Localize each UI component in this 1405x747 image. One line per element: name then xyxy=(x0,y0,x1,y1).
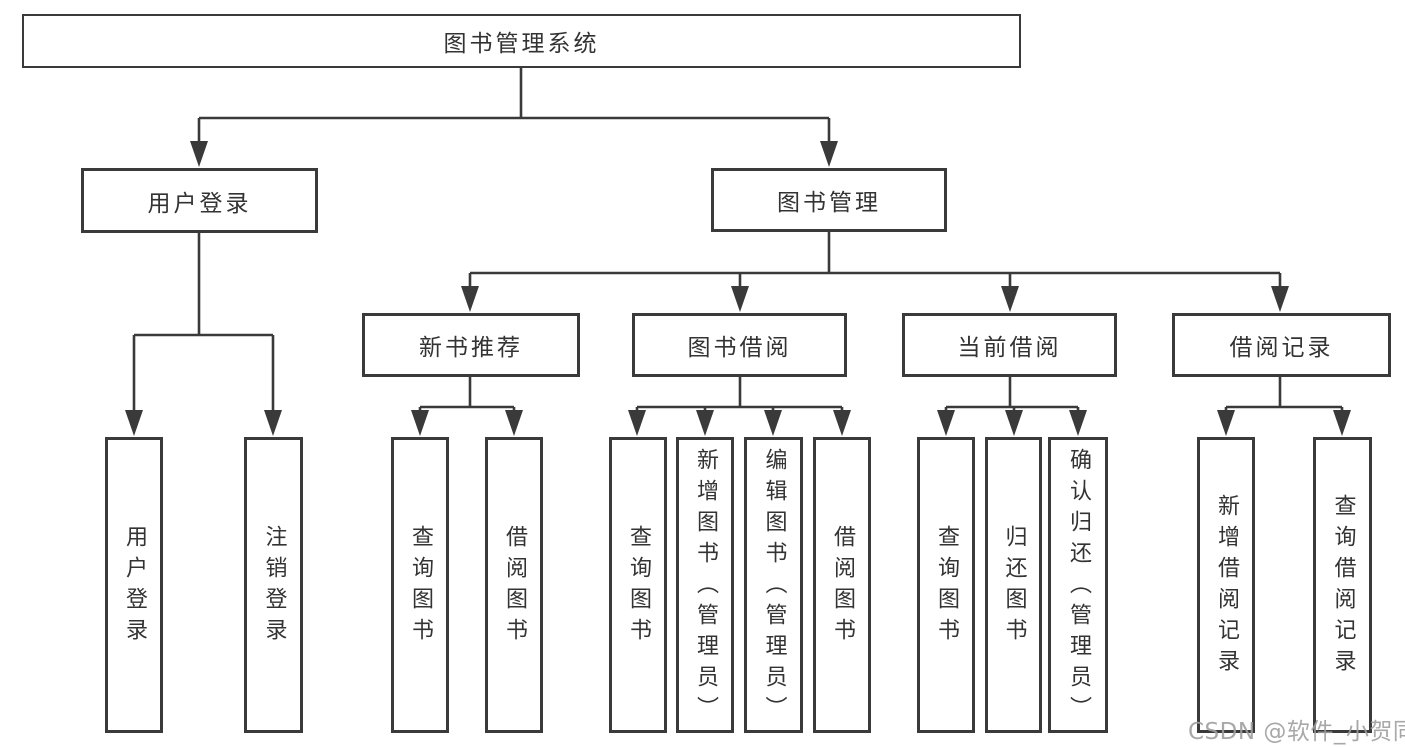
arrow-down-icon xyxy=(764,410,782,436)
arrow-down-icon xyxy=(1069,410,1087,436)
arrow-down-icon xyxy=(505,410,523,436)
node-leaf-edit-book-admin: 编辑图书（管理员） xyxy=(744,437,803,733)
arrow-down-icon xyxy=(1005,410,1023,436)
arrow-down-icon xyxy=(264,410,282,436)
arrow-down-icon xyxy=(696,410,714,436)
node-leaf-borrow-books-rec: 借阅图书 xyxy=(485,437,543,733)
arrow-down-icon xyxy=(731,286,749,312)
arrow-down-icon xyxy=(1217,410,1235,436)
arrow-down-icon xyxy=(1271,286,1289,312)
arrow-down-icon xyxy=(833,410,851,436)
arrowheads xyxy=(125,141,1351,436)
node-new-book-recommend: 新书推荐 xyxy=(362,313,580,377)
node-leaf-query-books-borrow: 查询图书 xyxy=(609,437,667,733)
connector-root-to-level2 xyxy=(197,68,831,145)
node-borrowing-records: 借阅记录 xyxy=(1172,313,1391,377)
arrow-down-icon xyxy=(820,141,838,167)
arrow-down-icon xyxy=(1001,286,1019,312)
arrow-down-icon xyxy=(125,410,143,436)
node-user-login: 用户登录 xyxy=(81,168,318,233)
connector-bookmgmt-to-level3 xyxy=(468,232,1282,290)
connector-borrowrecords-to-leaves xyxy=(1224,377,1344,414)
node-leaf-logout: 注销登录 xyxy=(244,437,303,733)
node-leaf-return-book: 归还图书 xyxy=(985,437,1042,733)
node-leaf-query-borrow-record: 查询借阅记录 xyxy=(1313,437,1372,733)
node-leaf-add-borrow-record: 新增借阅记录 xyxy=(1197,437,1255,733)
node-leaf-confirm-return-admin: 确认归还（管理员） xyxy=(1048,437,1108,733)
arrow-down-icon xyxy=(190,141,208,167)
node-leaf-borrow-books-borrow: 借阅图书 xyxy=(813,437,871,733)
csdn-watermark: CSDN @软件_小贺同学 xyxy=(1188,719,1405,745)
connector-bookborrow-to-leaves xyxy=(635,377,844,414)
node-leaf-query-books-rec: 查询图书 xyxy=(391,437,449,733)
node-leaf-add-book-admin: 新增图书（管理员） xyxy=(676,437,734,733)
connector-newbookrec-to-leaves xyxy=(418,377,516,414)
arrow-down-icon xyxy=(411,410,429,436)
node-book-management: 图书管理 xyxy=(711,168,947,232)
arrow-down-icon xyxy=(461,286,479,312)
node-leaf-user-login: 用户登录 xyxy=(105,437,163,733)
connector-currentborrow-to-leaves xyxy=(944,377,1080,414)
node-root-library-system: 图书管理系统 xyxy=(22,14,1021,68)
node-book-borrowing: 图书借阅 xyxy=(632,313,847,377)
node-current-borrowing: 当前借阅 xyxy=(902,313,1117,377)
arrow-down-icon xyxy=(1333,410,1351,436)
arrow-down-icon xyxy=(937,410,955,436)
arrow-down-icon xyxy=(628,410,646,436)
connector-userlogin-to-leaves xyxy=(132,232,275,414)
node-leaf-query-books-current: 查询图书 xyxy=(917,437,975,733)
